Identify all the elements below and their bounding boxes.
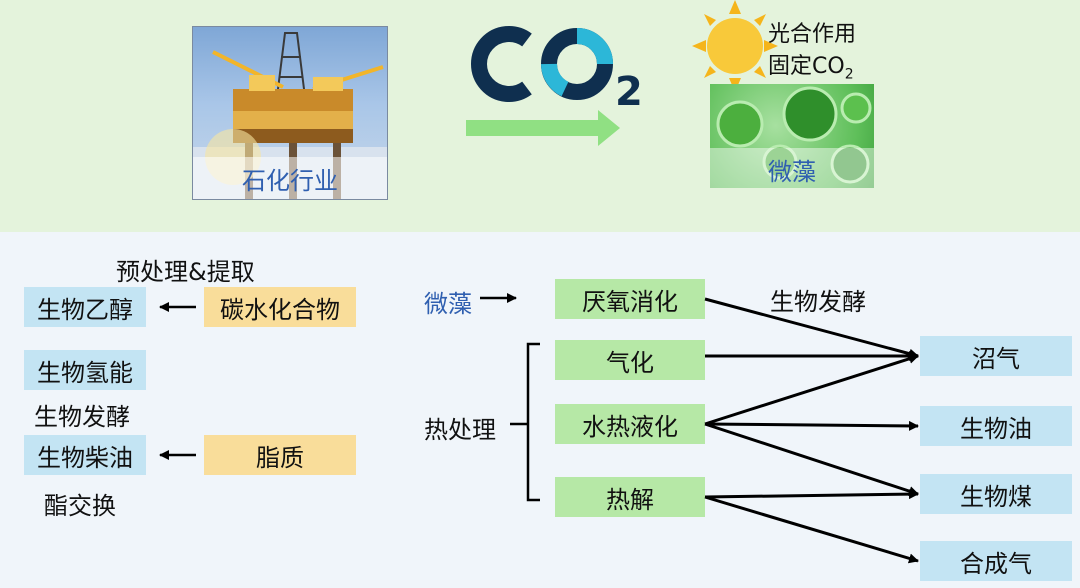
gasification-box: 气化 (555, 340, 705, 380)
microalgae-image: 微藻 (710, 84, 874, 188)
photosynthesis-label: 光合作用 (768, 22, 857, 47)
co2-logo: CO 2 (465, 14, 655, 115)
biohydrogen-box: 生物氢能 (24, 350, 146, 390)
top-panel (0, 0, 1080, 232)
transesterification-label: 酯交换 (44, 492, 116, 520)
thermal-treatment-label: 热处理 (424, 416, 496, 444)
microalgae-source-label: 微藻 (424, 290, 472, 318)
fermentation-process-label: 生物发酵 (770, 288, 866, 316)
pyrolysis-box: 热解 (555, 477, 705, 517)
bio-oil-box: 生物油 (920, 406, 1072, 446)
petrochemical-platform-image: 石化行业 (192, 26, 388, 200)
co2-subscript: 2 (615, 69, 643, 115)
lipid-box: 脂质 (204, 435, 356, 475)
hydrothermal-liquefaction-box: 水热液化 (555, 404, 705, 444)
carbohydrate-box: 碳水化合物 (204, 287, 356, 327)
microalgae-label: 微藻 (768, 158, 816, 186)
anaerobic-digestion-box: 厌氧消化 (555, 279, 705, 319)
bioethanol-box: 生物乙醇 (24, 287, 146, 327)
biogas-box: 沼气 (920, 336, 1072, 376)
fix-co2-label: 固定CO2 (768, 54, 854, 83)
sun-icon (692, 0, 778, 92)
bio-coal-box: 生物煤 (920, 474, 1072, 514)
bio-fermentation-label: 生物发酵 (34, 403, 130, 431)
syngas-box: 合成气 (920, 541, 1072, 581)
petrochemical-label: 石化行业 (242, 167, 338, 195)
pretreatment-label: 预处理&提取 (116, 258, 255, 286)
biodiesel-box: 生物柴油 (24, 435, 146, 475)
